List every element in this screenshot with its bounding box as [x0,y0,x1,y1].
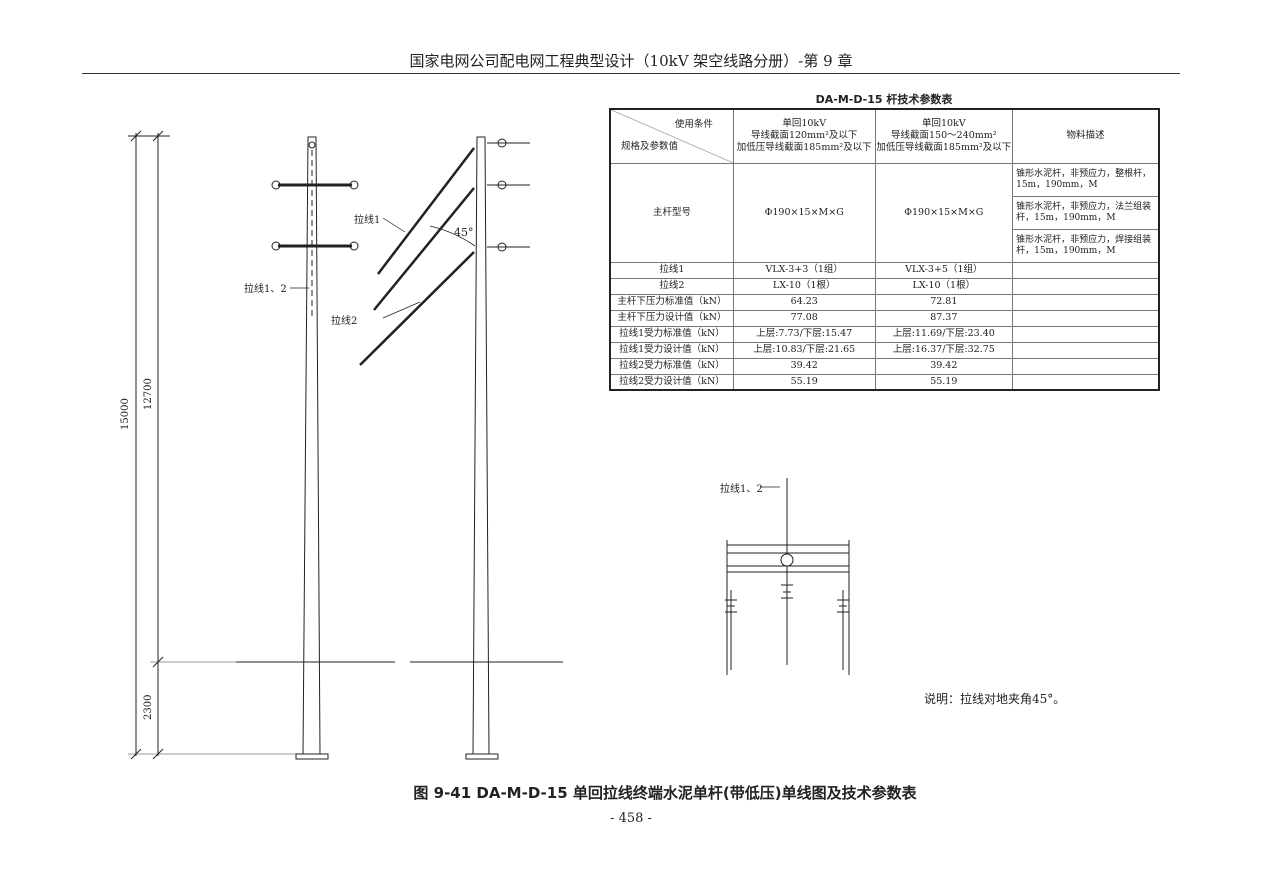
table-row: 主杆型号 Φ190×15×M×G Φ190×15×M×G 锥形水泥杆，非预应力，… [609,162,1160,263]
cell-v2: 72.81 [874,293,1014,311]
cell-label: 拉线1受力设计值（kN） [609,341,734,359]
cell-desc [1012,277,1160,295]
label-top-view-guy: 拉线1、2 [720,484,763,495]
label-guy-2: 拉线2 [331,316,358,327]
header-rule [82,73,1180,74]
corner-bottom: 规格及参数值 [621,141,679,153]
cell-v1: LX-10（1根） [732,277,876,295]
main-desc: 锥形水泥杆，非预应力，整根杆，15m，190mm，M [1012,162,1160,197]
cell-v2: 上层:11.69/下层:23.40 [874,325,1014,343]
cell-desc [1012,325,1160,343]
cell-desc [1012,373,1160,391]
dimension-total: 15000 [120,398,131,430]
cell-v2: 87.37 [874,309,1014,327]
cell-desc [1012,357,1160,375]
corner-top: 使用条件 [674,119,713,131]
main-desc: 锥形水泥杆，非预应力，焊接组装杆，15m，190mm，M [1012,228,1160,263]
crossarm-top-view [725,478,850,675]
running-header: 国家电网公司配电网工程典型设计（10kV 架空线路分册）-第 9 章 [409,52,853,70]
cell-label: 拉线2受力设计值（kN） [609,373,734,391]
label-guy-1-2: 拉线1、2 [244,284,287,295]
cell-v1: 上层:10.83/下层:21.65 [732,341,876,359]
corner-cell: 使用条件 规格及参数值 [609,108,734,164]
main-v2: Φ190×15×M×G [874,162,1014,263]
dimension-below-ground: 2300 [143,694,154,720]
pole-side-view [359,136,563,760]
cell-v1: 39.42 [732,357,876,375]
dimension-lines [128,130,300,760]
figure-caption: 图 9-41 DA-M-D-15 单回拉线终端水泥单杆(带低压)单线图及技术参数… [413,784,917,802]
cell-v1: 64.23 [732,293,876,311]
main-v1: Φ190×15×M×G [732,162,876,263]
page-number: - 458 - [610,811,652,826]
cell-v2: 上层:16.37/下层:32.75 [874,341,1014,359]
note: 说明：拉线对地夹角45°。 [924,692,1066,706]
pole-front-view [236,136,395,760]
cell-v2: LX-10（1根） [874,277,1014,295]
main-label: 主杆型号 [609,162,734,263]
label-guy-1: 拉线1 [354,215,381,226]
angle-label: 45° [454,226,474,239]
cell-v1: 上层:7.73/下层:15.47 [732,325,876,343]
cell-v1: 55.19 [732,373,876,391]
table-title: DA-M-D-15 杆技术参数表 [815,93,953,106]
cell-desc [1012,261,1160,279]
cell-label: 主杆下压力设计值（kN） [609,309,734,327]
cell-v2: 39.42 [874,357,1014,375]
dimension-above-ground: 12700 [143,378,154,410]
cell-desc [1012,309,1160,327]
main-desc: 锥形水泥杆，非预应力，法兰组装杆，15m，190mm，M [1012,195,1160,230]
cell-label: 主杆下压力标准值（kN） [609,293,734,311]
cell-label: 拉线2 [609,277,734,295]
cell-desc [1012,293,1160,311]
cell-v2: VLX-3+5（1组） [874,261,1014,279]
cell-v1: VLX-3+3（1组） [732,261,876,279]
cell-v1: 77.08 [732,309,876,327]
col-header-3: 物料描述 [1012,108,1160,164]
cell-desc [1012,341,1160,359]
cell-label: 拉线2受力标准值（kN） [609,357,734,375]
cell-v2: 55.19 [874,373,1014,391]
cell-label: 拉线1 [609,261,734,279]
cell-label: 拉线1受力标准值（kN） [609,325,734,343]
